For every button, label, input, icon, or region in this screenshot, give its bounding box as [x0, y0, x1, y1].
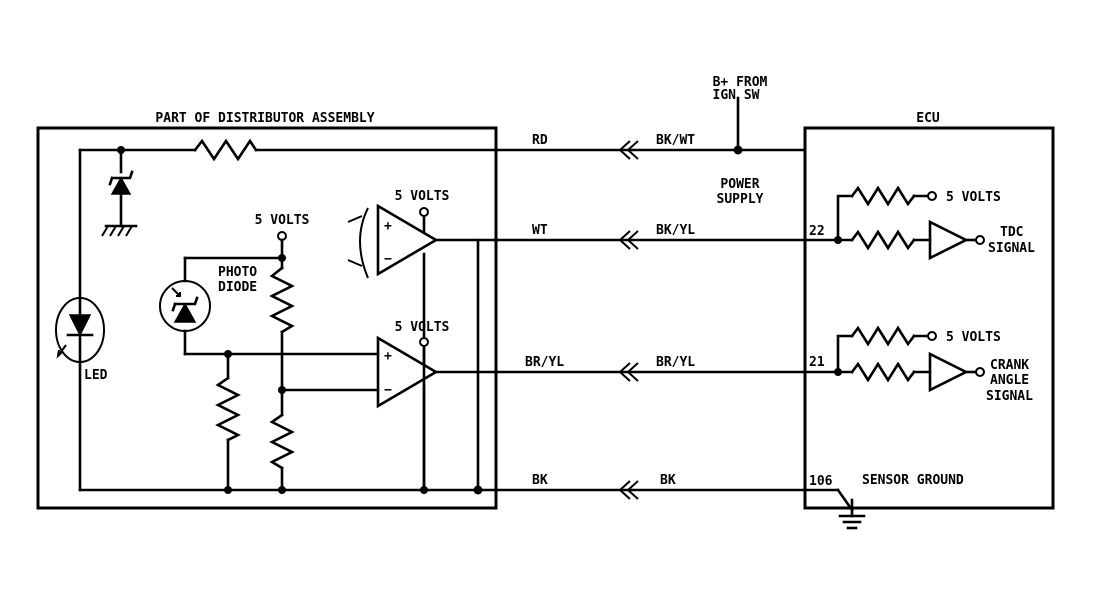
ecu-crank-five-volts: 5 VOLTS [946, 330, 1001, 345]
crank-pin-number: 21 [809, 355, 825, 370]
voltage-divider [269, 231, 380, 492]
crank-signal-wire [434, 238, 840, 492]
ecu-box [803, 126, 1055, 510]
crank-op-amp-five-volts: 5 VOLTS [395, 320, 450, 335]
ecu-ground-icon [838, 514, 866, 530]
photo-load-resistor [215, 350, 241, 492]
power-supply-label-line2: SUPPLY [717, 192, 764, 207]
power-wire-dist-color: RD [532, 133, 548, 148]
crank-op-amp-minus: − [384, 383, 392, 398]
ground-pin-number: 106 [809, 474, 833, 489]
ground-wire-dist-color: BK [532, 473, 548, 488]
ecu-label: ECU [916, 111, 940, 126]
tdc-pin-number: 22 [809, 224, 825, 239]
sensor-ground-label: SENSOR GROUND [862, 473, 964, 488]
power-wire-ecu-color: BK/WT [656, 133, 695, 148]
crank-op-amp [376, 335, 439, 492]
tdc-op-amp-minus: − [384, 252, 392, 267]
crank-signal-label-line1: CRANK [990, 358, 1029, 373]
led-label: LED [84, 368, 108, 383]
sensor-ground-wire [78, 480, 854, 518]
ecu-tdc-channel [834, 185, 985, 261]
b-plus-label-line2: IGN SW [713, 88, 760, 103]
tdc-op-amp-plus: + [384, 219, 392, 234]
distributor-assembly-label: PART OF DISTRIBUTOR ASSEMBLY [155, 111, 374, 126]
tdc-signal-label-line1: TDC [1000, 225, 1023, 240]
tdc-signal-label-line2: SIGNAL [988, 241, 1035, 256]
crank-op-amp-plus: + [384, 349, 392, 364]
divider-five-volts-label: 5 VOLTS [255, 213, 310, 228]
crank-wire-dist-color: BR/YL [525, 355, 564, 370]
tdc-op-amp-five-volts: 5 VOLTS [395, 189, 450, 204]
crank-wire-ecu-color: BR/YL [656, 355, 695, 370]
crank-signal-label-line2: ANGLE [990, 373, 1029, 388]
power-supply-label-line1: POWER [720, 177, 759, 192]
tdc-wire-dist-color: WT [532, 223, 548, 238]
ecu-tdc-five-volts: 5 VOLTS [946, 190, 1001, 205]
crank-signal-label-line3: SIGNAL [986, 389, 1033, 404]
power-supply-wire [78, 96, 807, 492]
photo-diode-label-line2: DIODE [218, 280, 257, 295]
ground-wire-ecu-color: BK [660, 473, 676, 488]
distributor-assembly-box [36, 126, 498, 510]
led-symbol [55, 297, 105, 363]
photo-diode-symbol [159, 256, 380, 356]
ecu-crank-channel [834, 325, 985, 393]
b-plus-label-line1: B+ FROM [713, 75, 768, 90]
tdc-signal-wire [434, 230, 840, 250]
photo-diode-label-line1: PHOTO [218, 265, 257, 280]
chassis-ground-icon [101, 224, 138, 237]
zener-diode-symbol [108, 148, 134, 228]
tdc-wire-ecu-color: BK/YL [656, 223, 695, 238]
